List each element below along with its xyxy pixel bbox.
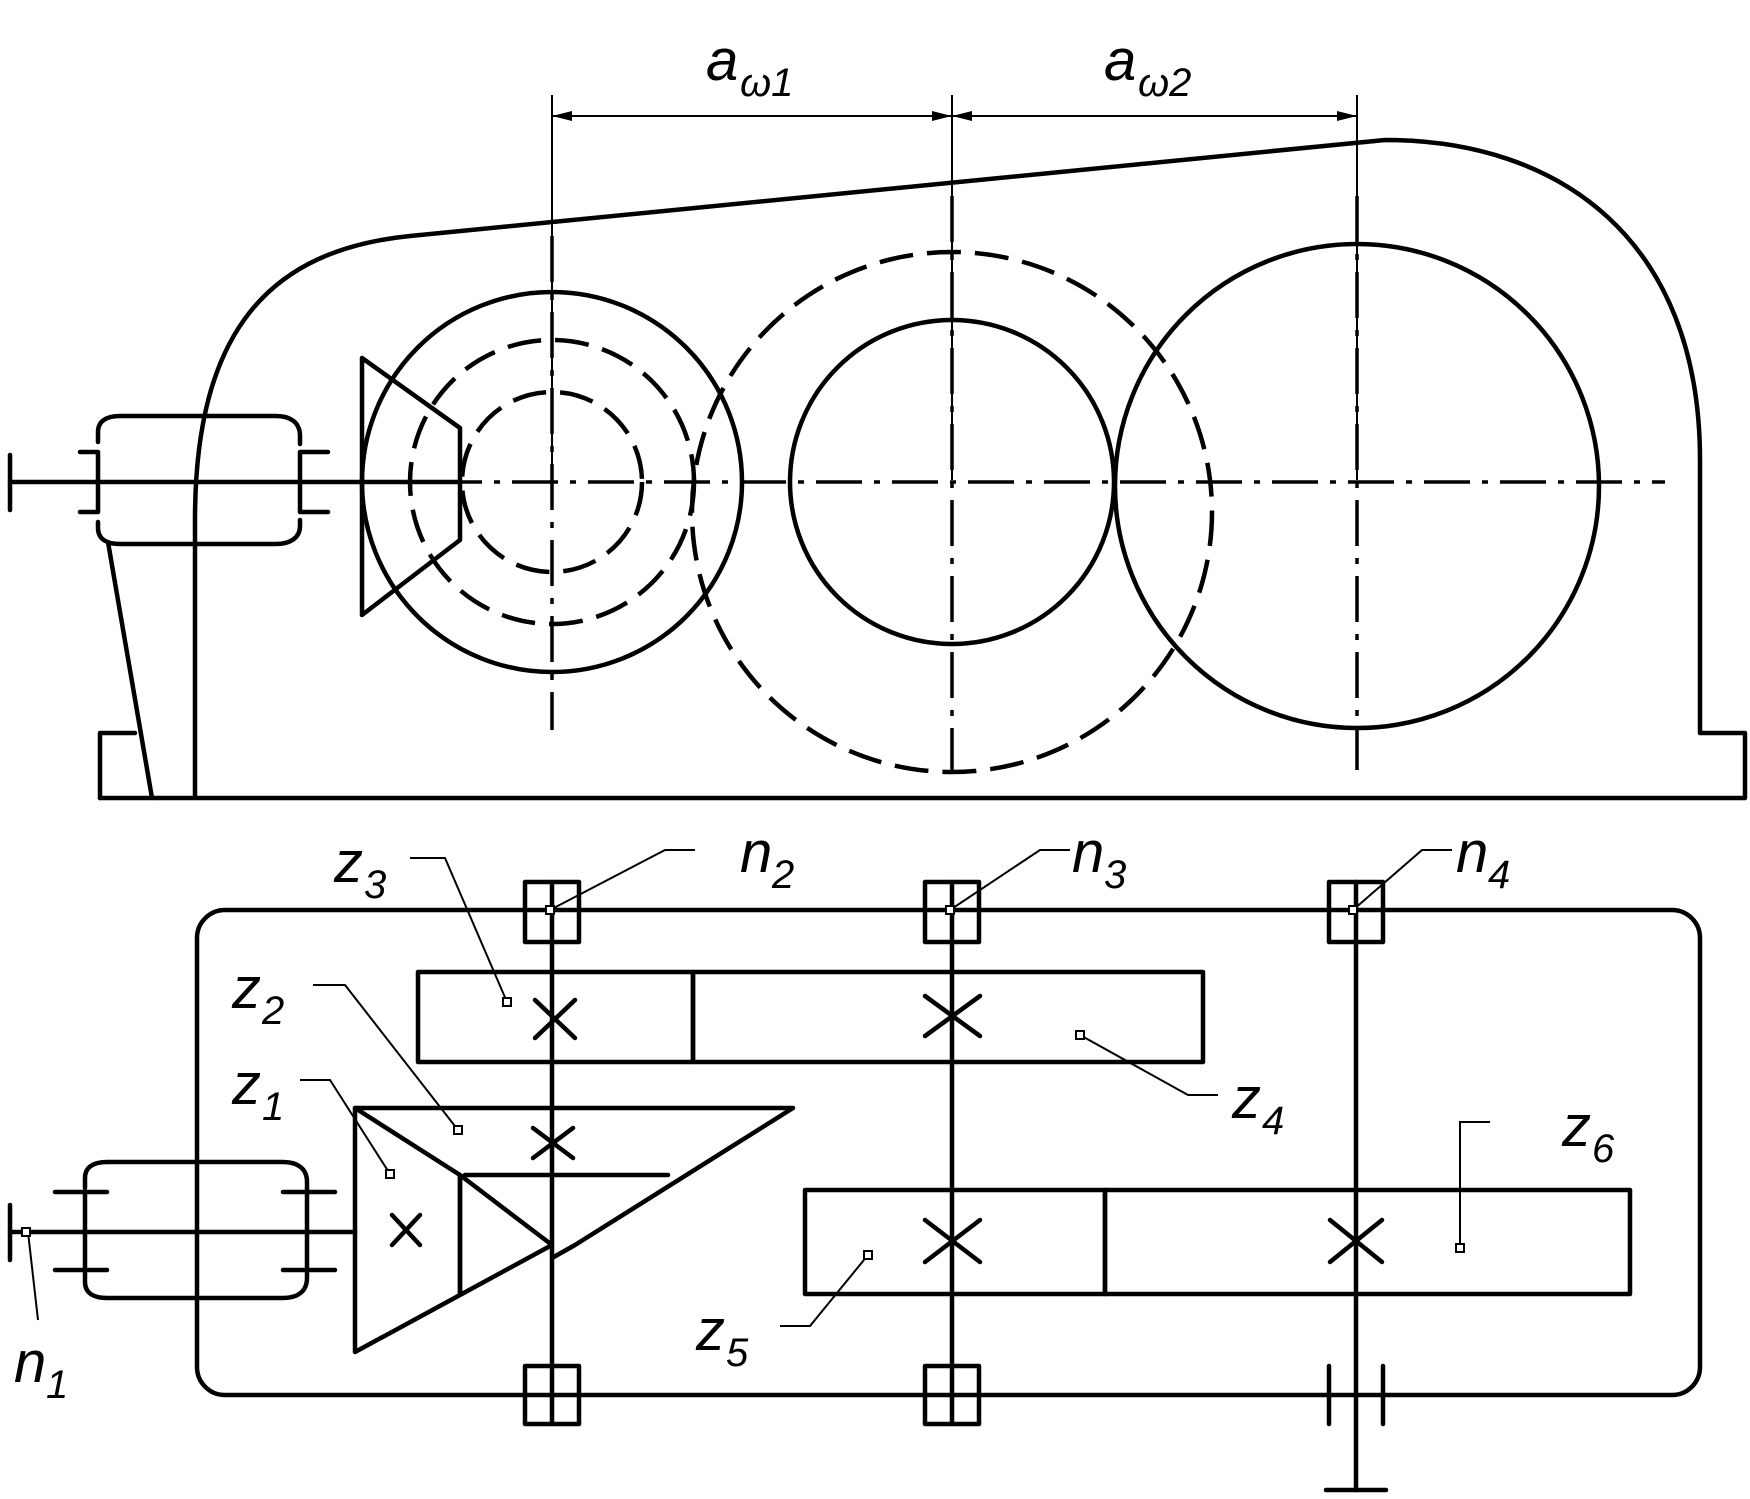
- gear-z3-cross: [532, 997, 578, 1041]
- pinion-z3-hidden-circle: [459, 389, 645, 575]
- marker-n2: [545, 905, 555, 915]
- leader-z4: [1079, 1034, 1218, 1096]
- label-aw2-sub: ω2: [1138, 61, 1191, 105]
- leader-n3: [949, 849, 1070, 911]
- leader-z6: [1459, 1121, 1490, 1248]
- label-n1: n 1: [14, 1330, 68, 1407]
- leader-n1: [27, 1231, 39, 1321]
- label-z2: z 2: [231, 956, 284, 1033]
- label-aw1: a ω1: [706, 28, 793, 105]
- label-z4: z 4: [1231, 1066, 1284, 1143]
- label-z6-sub: 6: [1592, 1127, 1615, 1171]
- leader-lines: [27, 849, 1490, 1327]
- label-n2-main: n: [740, 820, 772, 885]
- gear-z6: [1102, 1187, 1633, 1297]
- label-n2-sub: 2: [771, 853, 794, 897]
- label-z5-main: z: [695, 1298, 725, 1363]
- label-z4-sub: 4: [1262, 1099, 1284, 1143]
- housing-outline: [97, 137, 1748, 801]
- label-n2: n 2: [740, 820, 794, 897]
- label-n3-main: n: [1072, 820, 1104, 885]
- bevel-pinion-z1-cross: [389, 1212, 423, 1248]
- label-aw2-main: a: [1104, 28, 1136, 93]
- label-n4: n 4: [1456, 820, 1510, 897]
- gear-z4-cross: [922, 993, 983, 1039]
- gear-z6-cross: [1327, 1217, 1385, 1265]
- marker-n1: [21, 1227, 31, 1237]
- bevel-gear-z2: [352, 1105, 796, 1248]
- front-view: a ω1 a ω2: [7, 28, 1748, 801]
- marker-z3: [502, 997, 512, 1007]
- label-z3: z 3: [333, 830, 386, 907]
- label-z2-sub: 2: [261, 989, 284, 1033]
- label-n4-sub: 4: [1488, 853, 1510, 897]
- label-z3-main: z: [333, 830, 363, 895]
- marker-z6: [1455, 1243, 1465, 1253]
- leader-n4: [1352, 849, 1452, 911]
- label-n3-sub: 3: [1104, 853, 1126, 897]
- leader-markers: [21, 905, 1465, 1260]
- label-z6: z 6: [1561, 1094, 1615, 1171]
- leader-n2: [549, 849, 695, 911]
- label-aw1-main: a: [706, 28, 738, 93]
- label-z1-sub: 1: [262, 1085, 284, 1129]
- marker-z2: [453, 1125, 463, 1135]
- marker-n3: [945, 905, 955, 915]
- label-n4-main: n: [1456, 820, 1488, 885]
- label-aw2: a ω2: [1104, 28, 1191, 105]
- label-n1-main: n: [14, 1330, 46, 1395]
- label-z5: z 5: [695, 1298, 749, 1375]
- bearing-bottom-3: [1326, 1363, 1386, 1427]
- label-z4-main: z: [1231, 1066, 1261, 1131]
- plan-view: z 3 z 2 z 1 z 4 z 6 z 5 n 2 n 3: [7, 820, 1703, 1493]
- bevel-pinion-profile: [359, 355, 463, 618]
- label-z1-main: z: [231, 1052, 261, 1117]
- leader-z5: [780, 1254, 869, 1327]
- label-aw1-sub: ω1: [740, 61, 793, 105]
- marker-z5: [863, 1250, 873, 1260]
- gear-z4-hidden-circle: [689, 249, 1215, 775]
- label-z1: z 1: [231, 1052, 284, 1129]
- coupling-support: [105, 539, 155, 801]
- bevel-gear-z2-hidden: [550, 1243, 577, 1260]
- leader-z1: [300, 1079, 391, 1175]
- label-z6-main: z: [1561, 1094, 1591, 1159]
- gear-z4: [690, 969, 1206, 1065]
- housing-foot-left: [97, 730, 138, 801]
- marker-z1: [385, 1169, 395, 1179]
- label-n3: n 3: [1072, 820, 1126, 897]
- gear-z5-cross: [922, 1217, 983, 1265]
- marker-n4: [1348, 905, 1358, 915]
- label-z2-main: z: [231, 956, 261, 1021]
- bevel-pinion-z1-cone: [457, 1172, 555, 1298]
- label-z3-sub: 3: [364, 863, 386, 907]
- leader-z3: [410, 857, 508, 1003]
- leader-z2: [313, 984, 459, 1131]
- marker-z4: [1075, 1030, 1085, 1040]
- label-z5-sub: 5: [726, 1331, 749, 1375]
- bevel-gear-z2-cross: [530, 1125, 576, 1161]
- label-n1-sub: 1: [46, 1363, 68, 1407]
